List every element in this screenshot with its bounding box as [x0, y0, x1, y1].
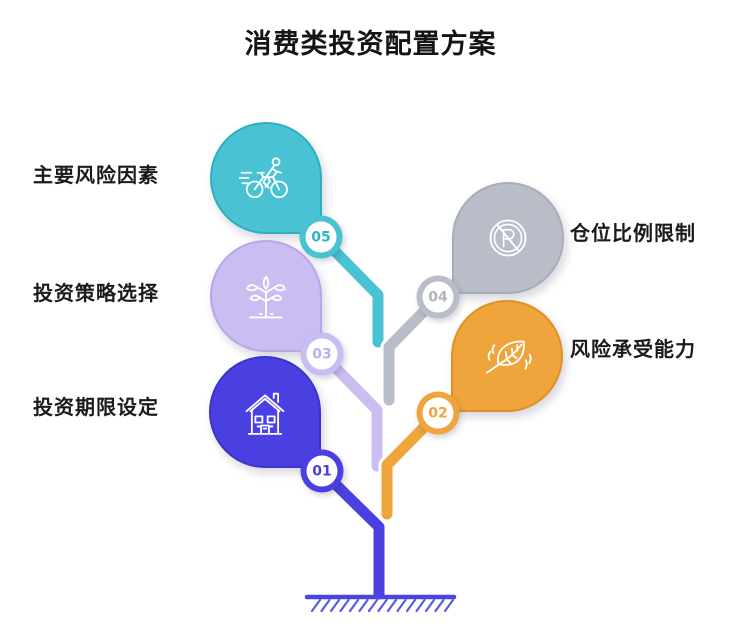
- leaf-card-03: [210, 240, 322, 352]
- leaf-card-02: [451, 300, 563, 412]
- leaf-card-05: [210, 122, 322, 234]
- badge-number-03: 03: [306, 338, 338, 370]
- badge-number-02: 02: [422, 397, 454, 429]
- item-label-risk-tolerance: 风险承受能力: [570, 337, 696, 361]
- no-parking-icon: [489, 219, 527, 257]
- leaf-card-04: [452, 182, 564, 294]
- badge-03: 03: [300, 332, 344, 376]
- badge-number-01: 01: [306, 455, 338, 487]
- badge-02: 02: [416, 391, 460, 435]
- badge-01: 01: [300, 449, 344, 493]
- page-title: 消费类投资配置方案: [244, 29, 497, 60]
- badge-number-04: 04: [422, 281, 454, 313]
- house-icon: [245, 392, 285, 435]
- badge-number-05: 05: [305, 221, 337, 253]
- ground-hatching: [310, 598, 455, 613]
- item-label-horizon: 投资期限设定: [33, 395, 159, 419]
- leaf-card-01: [209, 356, 321, 468]
- badge-05: 05: [299, 215, 343, 259]
- item-label-risk-factors: 主要风险因素: [33, 163, 159, 187]
- sapling-tree-icon: [246, 275, 286, 319]
- leaf-icon: [485, 340, 532, 374]
- item-label-strategy: 投资策略选择: [33, 281, 159, 305]
- badge-04: 04: [416, 275, 460, 319]
- item-label-position-limit: 仓位比例限制: [570, 221, 696, 245]
- cyclist-icon: [238, 157, 288, 199]
